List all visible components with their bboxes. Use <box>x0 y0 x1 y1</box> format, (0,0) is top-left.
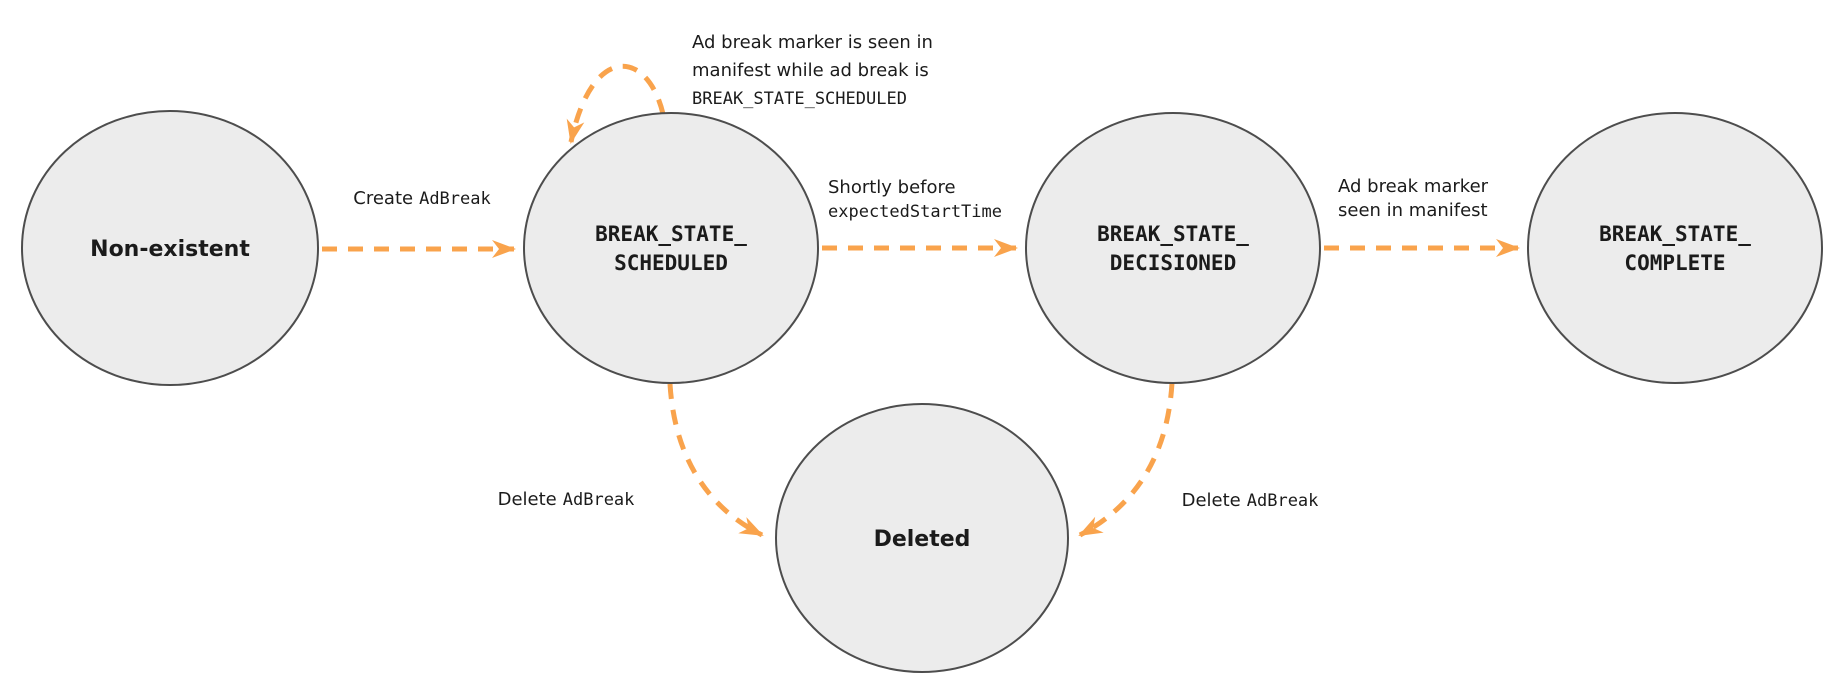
self-loop-label-code: BREAK_STATE_SCHEDULED <box>692 89 907 109</box>
state-label-complete-line2: COMPLETE <box>1624 251 1725 275</box>
state-node-break-state-scheduled <box>523 112 819 384</box>
state-label-complete-line1: BREAK_STATE_ <box>1599 222 1751 246</box>
transition-delete-from-scheduled-label-action: Delete <box>498 489 557 510</box>
transition-to-decisioned-label-line1: Shortly before <box>828 177 956 198</box>
transition-delete-from-decisioned-arrow <box>1078 382 1175 538</box>
self-loop-label-line1: Ad break marker is seen in <box>692 32 933 53</box>
transition-to-complete-label-line2: seen in manifest <box>1338 200 1488 221</box>
transition-create-label-action: Create <box>353 188 413 209</box>
transition-delete-from-decisioned-label-code: AdBreak <box>1247 491 1319 511</box>
self-loop-label-line2: manifest while ad break is <box>692 60 929 81</box>
state-label-decisioned-line1: BREAK_STATE_ <box>1097 222 1249 246</box>
state-node-break-state-decisioned <box>1025 112 1321 384</box>
state-label-scheduled-line1: BREAK_STATE_ <box>595 222 747 246</box>
state-label-deleted: Deleted <box>874 527 971 552</box>
state-label-non-existent: Non-existent <box>90 237 250 262</box>
transition-create-label-code: AdBreak <box>419 189 491 209</box>
transition-delete-from-scheduled-label: Delete AdBreak <box>498 489 635 510</box>
transition-delete-from-decisioned-label-action: Delete <box>1182 490 1241 511</box>
transition-to-complete-label-line1: Ad break marker <box>1338 176 1489 197</box>
transition-delete-from-scheduled-arrow <box>667 383 764 538</box>
self-loop-arrow <box>566 63 666 144</box>
state-label-decisioned-line2: DECISIONED <box>1110 251 1236 275</box>
state-node-break-state-complete <box>1527 112 1823 384</box>
transition-delete-from-decisioned-label: Delete AdBreak <box>1182 490 1319 511</box>
transition-to-decisioned-label-code: expectedStartTime <box>828 202 1002 222</box>
state-node-deleted <box>775 403 1069 673</box>
state-node-non-existent <box>21 110 319 386</box>
transition-create-label: Create AdBreak <box>353 188 490 209</box>
transition-delete-from-scheduled-label-code: AdBreak <box>563 490 635 510</box>
state-label-scheduled-line2: SCHEDULED <box>614 251 728 275</box>
